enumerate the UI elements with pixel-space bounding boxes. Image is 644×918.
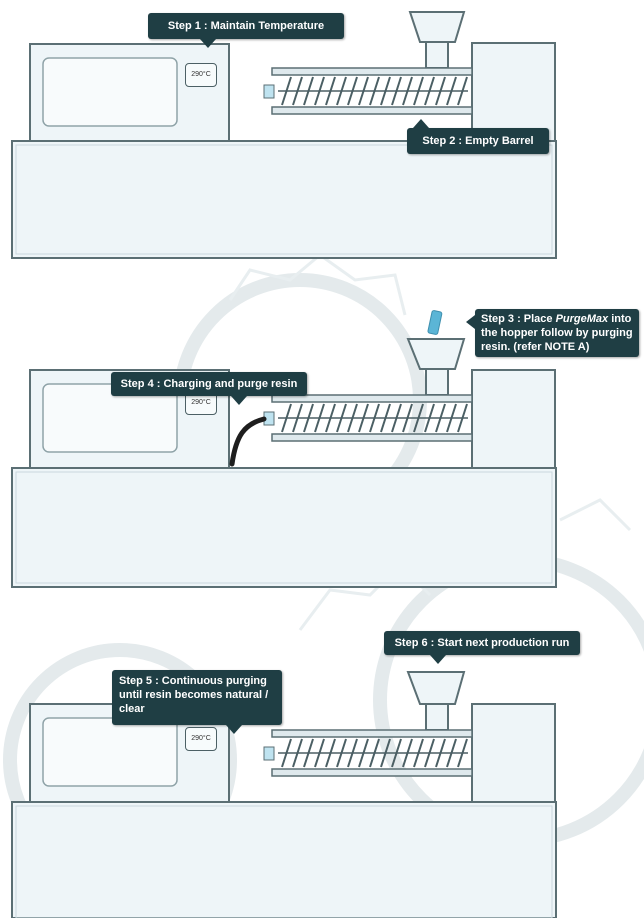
injection-machine — [11, 11, 557, 259]
step-3-suffix: into the hopper follow by purging resin.… — [481, 313, 633, 353]
step-4-callout: Step 4 : Charging and purge resin — [111, 372, 307, 405]
step-1-callout: Step 1 : Maintain Temperature — [148, 13, 344, 48]
injection-machine — [11, 310, 557, 588]
panel-step-1-2: 290°C Step 1 : Maintain Temperature Step… — [0, 0, 644, 306]
step-5-text: Step 5 : Continuous purging until resin … — [119, 675, 269, 715]
step-3-prefix: Step 3 : Place — [481, 313, 556, 325]
callout-pointer — [430, 655, 446, 664]
panel-step-5-6: 290°C Step 5 : Continuous purging until … — [0, 612, 644, 918]
callout-pointer — [413, 119, 429, 128]
temperature-display: 290°C — [185, 727, 217, 751]
step-1-text: Step 1 : Maintain Temperature — [167, 20, 325, 32]
step-2-callout: Step 2 : Empty Barrel — [407, 119, 549, 154]
callout-pointer — [231, 396, 247, 405]
panel-step-3-4: 290°C Step 4 : Charging and purge resin … — [0, 306, 644, 612]
callout-pointer — [200, 39, 216, 48]
temperature-display: 290°C — [185, 63, 217, 87]
callout-pointer — [226, 725, 242, 734]
step-4-text: Step 4 : Charging and purge resin — [120, 378, 298, 390]
injection-machine — [11, 671, 557, 918]
step-3-callout: Step 3 : Place PurgeMax into the hopper … — [466, 309, 639, 357]
purgemax-brand: PurgeMax — [555, 313, 609, 325]
step-2-text: Step 2 : Empty Barrel — [422, 135, 534, 147]
step-6-callout: Step 6 : Start next production run — [384, 631, 580, 664]
step-6-text: Step 6 : Start next production run — [394, 637, 570, 649]
callout-pointer — [466, 315, 475, 329]
step-5-callout: Step 5 : Continuous purging until resin … — [112, 670, 282, 734]
purge-hose — [229, 416, 267, 467]
purgemax-stick — [427, 310, 443, 335]
